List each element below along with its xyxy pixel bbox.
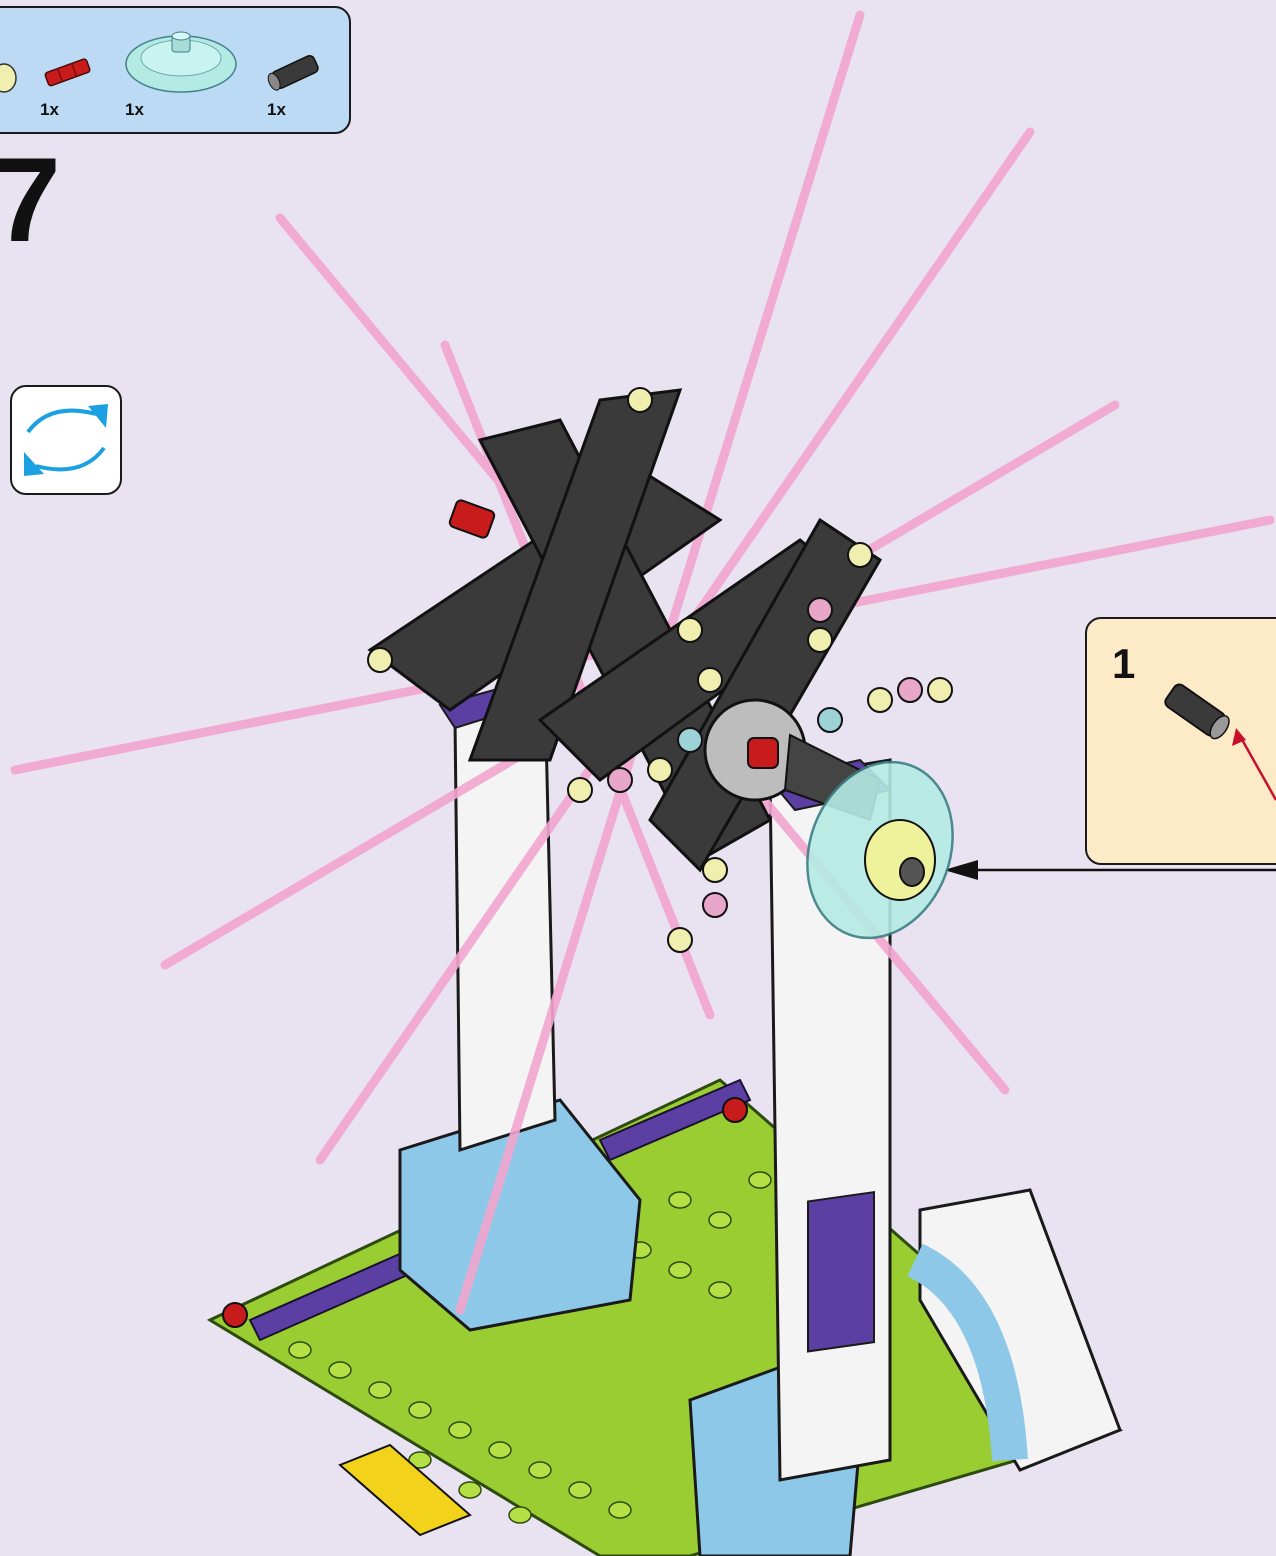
red-flower-left: [223, 1303, 247, 1327]
balloon-poster-tile: [808, 1192, 874, 1351]
red-axle-part: [748, 738, 778, 768]
red-flower-back: [723, 1098, 747, 1122]
red-connector-left: [448, 499, 495, 539]
